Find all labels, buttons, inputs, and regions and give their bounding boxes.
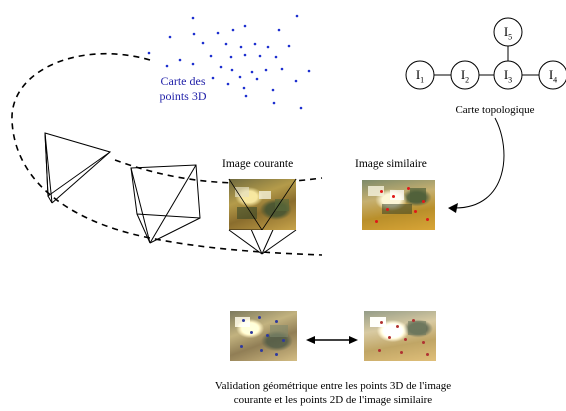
validation-caption-line-2: courante et les points 2D de l'image sim… <box>233 394 433 406</box>
current-image <box>229 179 296 230</box>
projected-3d-point <box>258 316 261 319</box>
feature-point <box>412 319 415 322</box>
feature-point <box>414 210 417 213</box>
map3d-label-line-1: Carte des <box>160 74 206 88</box>
camera-frustum-2 <box>130 164 201 244</box>
retrieval-arrowhead <box>448 203 458 213</box>
topo-node-i2 <box>450 60 480 90</box>
topo-edges <box>434 46 539 76</box>
projected-3d-point <box>260 349 263 352</box>
projected-3d-point <box>242 319 245 322</box>
topo-nodes <box>405 17 566 90</box>
topo-label-i5: I5 <box>503 24 513 42</box>
feature-point <box>386 208 389 211</box>
similar-image-overlay <box>368 186 426 214</box>
current-image-overlay <box>229 179 296 230</box>
topo-label-i4: I4 <box>548 67 558 85</box>
feature-point <box>378 349 381 352</box>
feature-point <box>422 200 425 203</box>
feature-point <box>392 195 395 198</box>
similar-image <box>362 180 435 230</box>
projected-3d-point <box>266 334 269 337</box>
feature-point <box>400 351 403 354</box>
topo-node-i1 <box>405 60 435 90</box>
topo-node-i5 <box>493 17 523 47</box>
feature-point <box>426 218 429 221</box>
topo-node-i3 <box>493 60 523 90</box>
feature-point <box>380 321 383 324</box>
validation-arrowhead-left <box>306 336 315 344</box>
feature-point <box>426 353 429 356</box>
validation-current-overlay <box>235 317 288 337</box>
topo-label-i2: I2 <box>460 67 470 85</box>
current-image-label: Image courante <box>222 158 294 170</box>
feature-point <box>407 187 410 190</box>
feature-point <box>422 341 425 344</box>
validation-current-image <box>230 311 297 361</box>
projected-3d-point <box>250 331 253 334</box>
validation-similar-overlay <box>370 317 426 335</box>
topo-label-i1: I1 <box>415 67 425 85</box>
projected-3d-point <box>282 339 285 342</box>
feature-point <box>380 190 383 193</box>
feature-point <box>388 336 391 339</box>
point-cloud-3d <box>147 14 311 110</box>
feature-point <box>396 325 399 328</box>
projected-3d-point <box>240 345 243 348</box>
validation-similar-image <box>364 311 436 361</box>
camera-trajectory <box>11 52 323 256</box>
validation-caption: Validation géométrique entre les points … <box>140 379 526 407</box>
map3d-label-line-2: points 3D <box>159 89 207 103</box>
projected-3d-point <box>275 353 278 356</box>
topo-node-i4 <box>538 60 566 90</box>
topo-label-i3: I3 <box>503 67 513 85</box>
map3d-label: Carte des points 3D <box>148 74 218 104</box>
feature-point <box>375 220 378 223</box>
retrieval-arrow <box>454 117 505 209</box>
validation-caption-line-1: Validation géométrique entre les points … <box>214 380 452 392</box>
similar-image-label: Image similaire <box>355 158 427 170</box>
validation-arrowhead-right <box>349 336 358 344</box>
camera-frustum-1 <box>44 132 112 204</box>
projected-3d-point <box>275 320 278 323</box>
feature-point <box>404 338 407 341</box>
topo-map-caption: Carte topologique <box>455 104 535 116</box>
